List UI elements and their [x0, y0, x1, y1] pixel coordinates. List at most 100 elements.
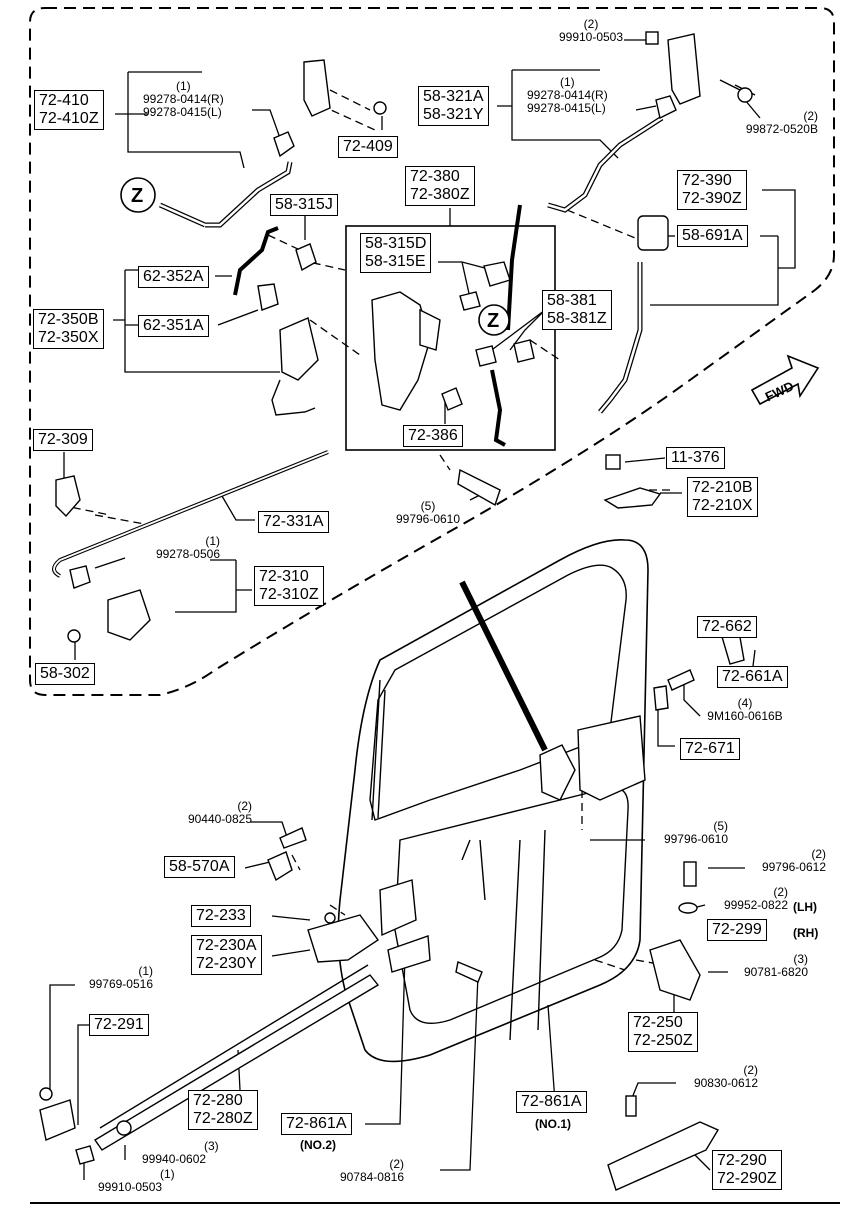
- door-window-frame: [369, 564, 627, 821]
- note-no1: (NO.1): [535, 1117, 571, 1131]
- rod-72-390-inner: [599, 262, 642, 413]
- striker-upper: [303, 59, 331, 117]
- z-marker-mid-circle: [478, 304, 510, 336]
- hinge-plate: [379, 879, 417, 937]
- dash-lines: [59, 89, 681, 971]
- leader-58-321: [497, 69, 619, 159]
- label-72-861A-no2: 72-861A: [281, 1113, 352, 1135]
- door-outer-frame: [337, 539, 649, 1063]
- clip-72-309: [55, 475, 81, 518]
- clip-99910-bottom: [75, 1145, 95, 1165]
- z-marker-top-circle: [120, 177, 156, 213]
- leader-99278-right: [635, 105, 657, 111]
- window-glass-edge: [371, 679, 386, 821]
- label-72-861A-no1: 72-861A: [516, 1091, 587, 1113]
- z-marker-top: Z: [131, 185, 143, 207]
- door-panel-ribs: [461, 829, 546, 1041]
- nut-72-233: [324, 912, 336, 924]
- latch-plate: [419, 308, 441, 351]
- clip-62-351A: [257, 283, 279, 311]
- label-72-386: 72-386: [403, 425, 463, 447]
- clip-58-315D-b: [459, 291, 481, 311]
- cap-99940: [116, 1120, 132, 1136]
- screw-99769: [39, 1087, 53, 1101]
- part-99796-0610-mid: (5)99796-0610: [663, 819, 728, 846]
- leader-99872: [744, 99, 761, 119]
- leader-9m160: [683, 684, 701, 717]
- plate-72-861A-no2: [387, 935, 431, 973]
- leader-72-233: [271, 915, 311, 921]
- clip-99910-top: [645, 31, 659, 45]
- rod-right-inner: [547, 116, 663, 212]
- label-72-309: 72-309: [33, 429, 93, 451]
- part-9m160-0616B: (4)9M160-0616B: [707, 696, 783, 723]
- rod-72-390: [598, 262, 643, 414]
- latch-assembly: [371, 291, 431, 411]
- bolt-head-99872: [737, 87, 753, 103]
- part-90440-0825: (2)90440-0825: [187, 799, 252, 826]
- part-99278-0506: (1)99278-0506: [155, 534, 220, 561]
- note-rh: (RH): [793, 926, 819, 940]
- label-72-291: 72-291: [89, 1014, 149, 1036]
- bolt-99796-0612: [683, 861, 697, 887]
- z-marker-mid: Z: [487, 310, 499, 332]
- actuator-72-350: [279, 317, 319, 381]
- clip-58-315D: [483, 261, 511, 287]
- leader-62-351A: [217, 309, 259, 326]
- label-72-299: 72-299: [707, 919, 767, 941]
- leader-99769: [49, 984, 75, 1090]
- clip-72-386: [441, 387, 463, 411]
- bracket-72-210: [603, 487, 662, 509]
- clip-72-291: [39, 1099, 76, 1141]
- rod-58-315J: [233, 226, 279, 296]
- label-72-662: 72-662: [697, 616, 757, 638]
- leader-72-291: [77, 1024, 90, 1125]
- leader-72-230: [271, 949, 311, 957]
- clip-left: [273, 131, 295, 158]
- rail-72-280: [93, 974, 380, 1151]
- label-58-570A: 58-570A: [164, 856, 235, 878]
- part-99769-0516: (1)99769-0516: [88, 964, 153, 991]
- clip-99278-0506: [69, 565, 91, 589]
- leader-72-861-no1: [547, 1004, 556, 1103]
- bolt-90784: [455, 961, 483, 983]
- fwd-arrow: FWD: [750, 354, 820, 406]
- label-11-376: 11-376: [666, 447, 725, 469]
- note-no2: (NO.2): [300, 1138, 336, 1152]
- leader-72-410: [115, 71, 245, 169]
- leader-58-570A: [244, 861, 271, 869]
- clip-58-381-b: [513, 339, 535, 363]
- rod-72-386: [490, 369, 506, 447]
- clip-right: [655, 95, 677, 120]
- detail-region-outline: [29, 7, 835, 696]
- leader-72-661A: [752, 649, 756, 667]
- part-99910-0503-bottom: (1)99910-0503: [98, 1167, 175, 1194]
- leader-99278-0506: [94, 557, 126, 569]
- leader-72-310: [175, 559, 252, 613]
- rod-left-inner: [159, 161, 292, 227]
- leader-72-671: [657, 710, 675, 747]
- bracket-58-570A: [267, 851, 293, 882]
- label-72-233: 72-233: [191, 905, 251, 927]
- leader-90440: [250, 821, 289, 841]
- label-58-691A: 58-691A: [677, 225, 748, 247]
- bolt-11-376: [605, 454, 621, 470]
- rod-right: [547, 115, 664, 213]
- hinge-72-230: [307, 914, 379, 963]
- nut-72-409: [373, 101, 387, 115]
- rod-72-331A-inner: [53, 451, 329, 577]
- window-run-channel: [459, 580, 548, 752]
- label-58-302: 58-302: [35, 663, 95, 685]
- part-99872-0520B: (2)99872-0520B: [745, 109, 818, 136]
